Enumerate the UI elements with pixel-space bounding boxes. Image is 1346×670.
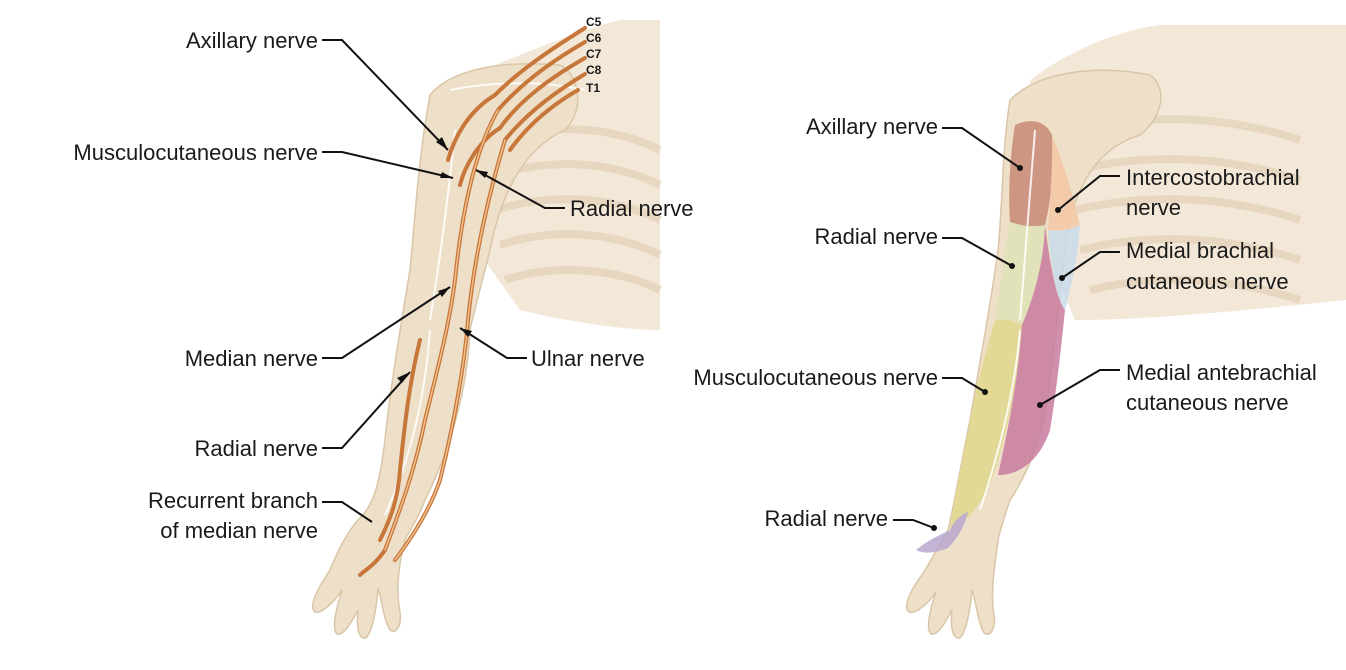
region-radial-hand (916, 512, 968, 553)
left-ribs (493, 125, 662, 294)
label-radial-nerve-lower: Radial nerve (194, 436, 318, 461)
root-label-t1: T1 (586, 81, 600, 95)
label-axillary-nerve: Axillary nerve (186, 28, 318, 53)
root-label-c8: C8 (586, 63, 602, 77)
label-medial-antebrachial-line1: Medial antebrachial (1126, 360, 1317, 385)
left-forearm-bones (384, 329, 431, 516)
label-intercostobrachial-line1: Intercostobrachial (1126, 165, 1300, 190)
label-medial-antebrachial-line2: cutaneous nerve (1126, 390, 1289, 415)
left-nerves (358, 26, 587, 577)
label-medial-brachial-line2: cutaneous nerve (1126, 269, 1289, 294)
left-leader-lines (322, 39, 565, 523)
label-median-nerve: Median nerve (185, 346, 318, 371)
region-intercostobrachial (1048, 135, 1080, 231)
left-arrowheads (397, 137, 488, 383)
spinal-root-labels: C5 C6 C7 C8 T1 (586, 15, 602, 95)
right-humerus (1019, 129, 1036, 321)
root-label-c7: C7 (586, 47, 602, 61)
left-panel: C5 C6 C7 C8 T1 Axillary nerve Musculo (73, 15, 694, 639)
region-radial-arm (995, 222, 1045, 325)
label-intercostobrachial-line2: nerve (1126, 195, 1181, 220)
label-recurrent-branch-line2: of median nerve (160, 518, 318, 543)
label-recurrent-branch-line1: Recurrent branch (148, 488, 318, 513)
label-ulnar-nerve: Ulnar nerve (531, 346, 645, 371)
region-medial-brachial (1048, 225, 1080, 310)
left-clavicle (449, 82, 586, 91)
region-musculocutaneous (950, 319, 1022, 530)
right-markers (931, 165, 1065, 531)
root-label-c5: C5 (586, 15, 602, 29)
label-musculocutaneous-nerve: Musculocutaneous nerve (73, 140, 318, 165)
label-radial-nerve-upper: Radial nerve (570, 196, 694, 221)
left-arm-silhouette (311, 63, 579, 639)
right-leader-lines (893, 127, 1120, 529)
region-medial-antebrachial (998, 225, 1065, 475)
label-r-radial-nerve-upper: Radial nerve (814, 224, 938, 249)
label-r-axillary-nerve: Axillary nerve (806, 114, 938, 139)
right-panel: Axillary nerve Intercostobrachial nerve … (693, 25, 1346, 639)
right-forearm-bones (979, 329, 1021, 511)
label-medial-brachial-line1: Medial brachial (1126, 238, 1274, 263)
label-r-musculocutaneous-nerve: Musculocutaneous nerve (693, 365, 938, 390)
label-r-radial-nerve-hand: Radial nerve (764, 506, 888, 531)
root-label-c6: C6 (586, 31, 602, 45)
